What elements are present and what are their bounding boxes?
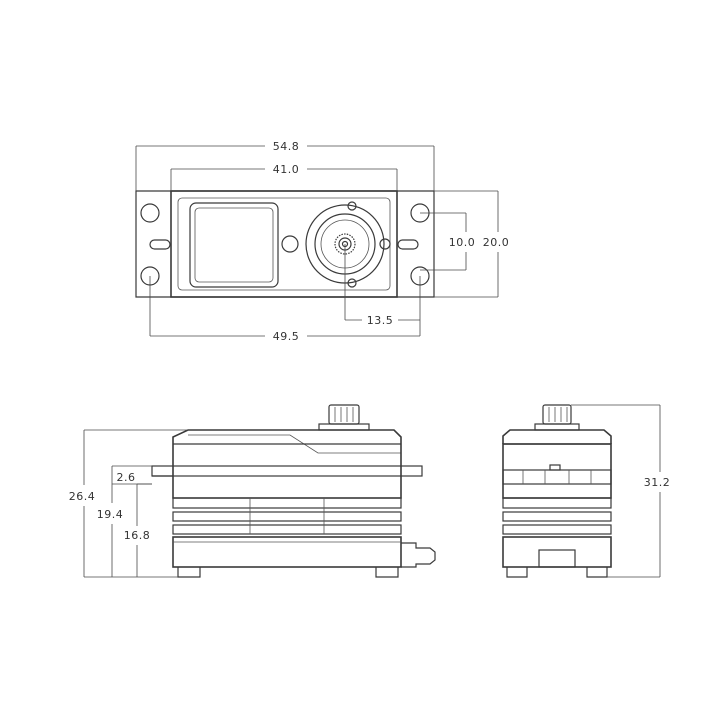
mount-hole-top-left: [140, 203, 160, 223]
top-view-case: [170, 190, 398, 298]
output-spline: [334, 233, 356, 255]
dim-label-height-to-flange: 19.4: [97, 508, 124, 521]
dim-16-8: 16.8: [124, 483, 152, 577]
top-view-label-window: [189, 202, 279, 288]
side-view-spline: [328, 404, 360, 425]
dim-label-total-height: 26.4: [69, 490, 96, 503]
dim-49-5: 49.5: [149, 276, 421, 343]
dim-54-8: 54.8: [135, 140, 435, 191]
end-view-body: [502, 443, 612, 499]
top-view-flange: [135, 190, 435, 298]
dim-31-2: 31.2: [571, 404, 671, 578]
side-view-fins: [172, 497, 402, 535]
dim-label-overall-height: 31.2: [644, 476, 671, 489]
mount-slot-right: [397, 239, 419, 250]
dim-label-lower-body-height: 16.8: [124, 529, 151, 542]
side-view-cable-exit: [401, 542, 436, 568]
dim-right-stack: 10.0 20.0: [420, 190, 510, 298]
end-view-cable-exit: [538, 549, 576, 568]
dim-label-overall-width: 54.8: [273, 140, 300, 153]
dim-2-6: 2.6: [112, 471, 152, 485]
side-view-bottom-case: [172, 536, 402, 568]
side-view-top-cover: [172, 429, 402, 444]
side-view: 26.4 19.4 16.8 2.6: [69, 404, 436, 578]
top-view-pin: [281, 235, 299, 253]
dim-label-body-width: 41.0: [273, 163, 300, 176]
dim-label-flange-width: 20.0: [483, 236, 510, 249]
dim-label-flange-thickness: 2.6: [117, 471, 136, 484]
end-view-bottom-case: [502, 536, 612, 568]
dim-label-shaft-offset: 13.5: [367, 314, 394, 327]
dim-label-slot-spacing: 10.0: [449, 236, 476, 249]
dim-41-0: 41.0: [170, 163, 398, 191]
dim-26-4: 26.4: [69, 429, 188, 577]
end-view: 31.2: [502, 404, 671, 578]
end-view-flange: [502, 469, 612, 485]
top-view: 54.8 41.0 10.0 20.0: [135, 140, 510, 343]
dim-label-hole-spacing: 49.5: [273, 330, 300, 343]
mount-slot-left: [149, 239, 171, 250]
dim-13-5: 13.5: [344, 244, 421, 327]
side-view-flange: [151, 465, 423, 477]
dim-19-4: 19.4: [97, 465, 152, 577]
